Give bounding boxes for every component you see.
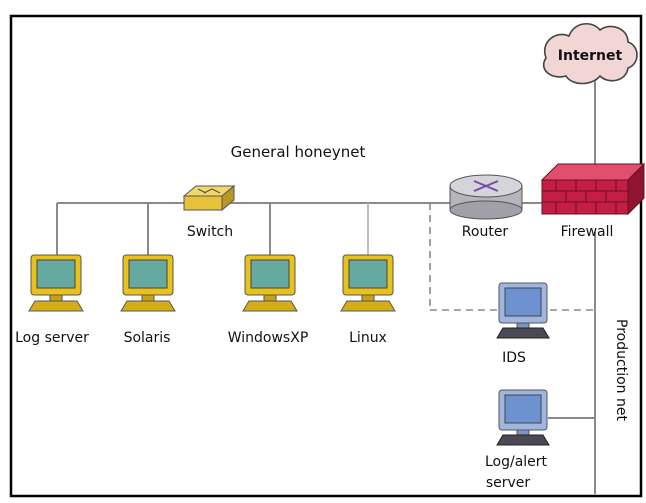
diagram-title: General honeynet [231, 143, 366, 161]
internet-cloud-icon [542, 23, 638, 85]
log-alert-label-line2: server [486, 475, 531, 491]
windowsxp-computer-icon [242, 254, 298, 312]
production-net-label: Production net [613, 319, 629, 421]
internet-label: Internet [558, 48, 623, 64]
windowsxp-label: WindowsXP [228, 330, 309, 346]
solaris-computer-icon [120, 254, 176, 312]
switch-label: Switch [187, 224, 233, 240]
switch-icon [182, 184, 236, 212]
solaris-label: Solaris [124, 330, 171, 346]
firewall-label: Firewall [561, 224, 614, 240]
log-server-computer-icon [28, 254, 84, 312]
ids-tap-lines [429, 203, 595, 311]
ids-computer-icon [496, 282, 550, 339]
router-label: Router [462, 224, 509, 240]
log-alert-label-line1: Log/alert [485, 454, 548, 470]
firewall-icon [540, 162, 646, 216]
log-alert-server-computer-icon [496, 389, 550, 446]
linux-computer-icon [340, 254, 396, 312]
router-icon [449, 174, 523, 220]
ids-label: IDS [502, 350, 526, 366]
linux-label: Linux [349, 330, 387, 346]
log-server-label: Log server [15, 330, 89, 346]
